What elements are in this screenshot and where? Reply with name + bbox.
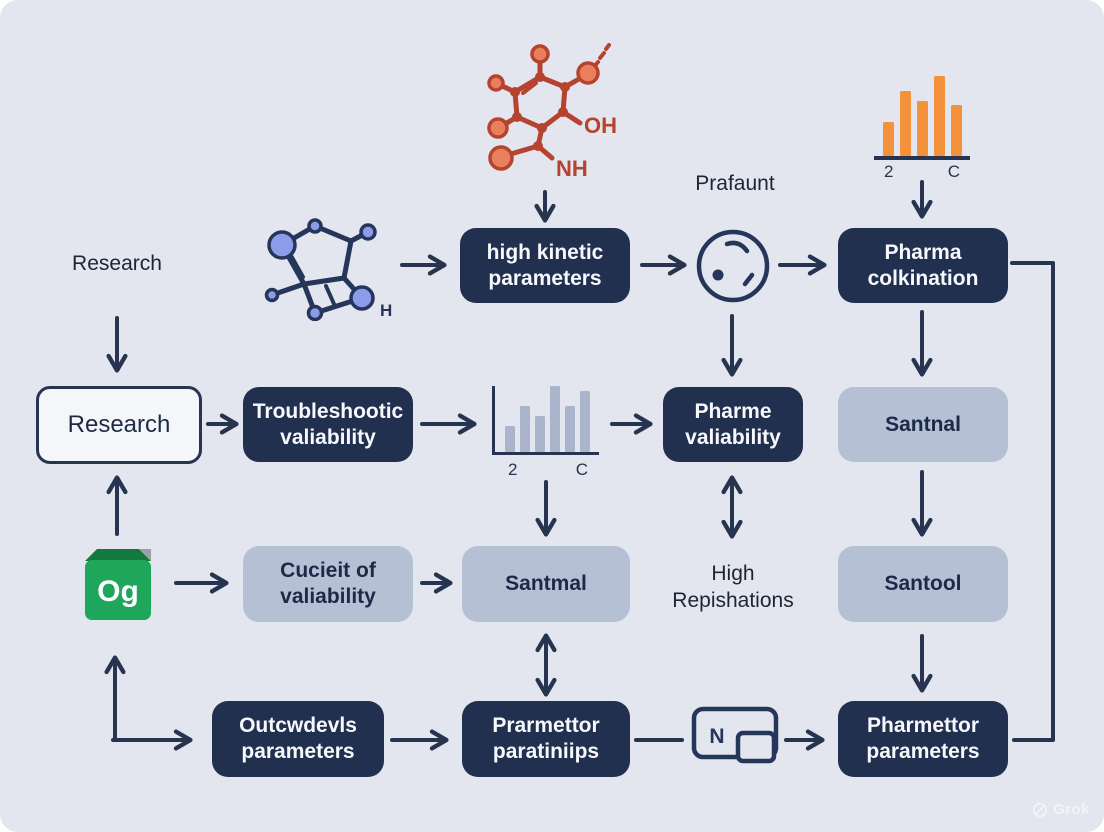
chart-bar — [534, 416, 545, 452]
node-label: Santool — [884, 572, 962, 595]
node-label: Pharmettor — [866, 714, 980, 737]
device-n-label: N — [709, 725, 724, 748]
molecule-h-label: H — [380, 301, 392, 320]
node-label: valiability — [280, 585, 376, 608]
chart-bar — [579, 391, 590, 452]
node-label: Outcwdevls — [239, 714, 357, 737]
node-label: valiability — [280, 425, 376, 449]
node-prarmettor-paratiniips: Prarmettor paratiniips — [462, 701, 630, 777]
node-santool: Santool — [838, 546, 1008, 622]
node-cucieit-of-valiability: Cucieit of valiability — [243, 546, 413, 622]
molecule-nh-label: NH — [556, 156, 588, 181]
node-label: Santmal — [505, 572, 587, 595]
node-label: paratiniips — [492, 740, 600, 763]
chart-bar — [519, 406, 530, 452]
og-cube-label: Og — [97, 575, 139, 608]
node-label: Prarmettor — [492, 714, 600, 737]
orange-molecule-icon: OH NH — [487, 43, 617, 181]
grok-watermark: Grok — [1032, 801, 1090, 818]
high-repishations-label: High Repishations — [648, 560, 818, 614]
molecule-oh-label: OH — [584, 113, 617, 138]
chart-bar — [899, 91, 911, 156]
node-label: Troubleshootic — [252, 399, 404, 423]
chart-bar — [950, 105, 962, 156]
axis-label-right: C — [575, 460, 588, 479]
node-label: parameters — [866, 740, 980, 763]
chart-bar — [933, 76, 945, 156]
chart-bar — [504, 426, 515, 452]
node-label: Cucieit of — [280, 559, 376, 582]
node-label: parameters — [241, 740, 355, 763]
node-label: Pharma — [884, 240, 962, 264]
node-label: high kinetic — [486, 240, 604, 264]
node-pharma-colkination: Pharma colkination — [838, 228, 1008, 303]
og-cube-icon: Og — [85, 549, 151, 620]
cell-circle-icon — [696, 229, 770, 303]
node-outcwdevls-parameters: Outcwdevls parameters — [212, 701, 384, 777]
node-label: Pharme — [694, 399, 772, 423]
device-n-icon: N — [691, 706, 779, 764]
gray-bar-chart-icon — [492, 386, 599, 455]
node-label: Santnal — [885, 412, 961, 436]
orange-bar-chart-icon — [874, 60, 970, 160]
prafaunt-label: Prafaunt — [695, 172, 775, 195]
chart-bar — [882, 122, 894, 156]
node-label: Research — [67, 411, 171, 438]
node-pharme-valiability: Pharme valiability — [663, 387, 803, 462]
blue-molecule-icon: H — [264, 218, 392, 321]
grok-watermark-text: Grok — [1052, 801, 1090, 818]
grok-logo-icon — [1032, 802, 1048, 817]
label-line: Repishations — [672, 589, 794, 612]
node-pharmettor-parameters: Pharmettor parameters — [838, 701, 1008, 777]
node-santmal: Santmal — [462, 546, 630, 622]
node-troubleshootic-valiability: Troubleshootic valiability — [243, 387, 413, 462]
node-santnal: Santnal — [838, 387, 1008, 462]
node-high-kinetic-parameters: high kinetic parameters — [460, 228, 630, 303]
node-label: parameters — [488, 266, 602, 290]
axis-label-left: 2 — [508, 460, 518, 479]
node-label: colkination — [867, 266, 979, 290]
gray-chart-axis-labels: 2 C — [492, 460, 596, 480]
chart-bar — [549, 386, 560, 452]
node-research: Research — [36, 386, 202, 464]
node-label: valiability — [685, 425, 781, 449]
orange-chart-axis-labels: 2 C — [874, 162, 970, 182]
axis-label-right: C — [947, 162, 960, 181]
label-line: High — [711, 562, 755, 585]
axis-label-left: 2 — [884, 162, 894, 181]
research-label: Research — [72, 252, 162, 275]
chart-bar — [564, 406, 575, 452]
chart-bar — [916, 101, 928, 156]
